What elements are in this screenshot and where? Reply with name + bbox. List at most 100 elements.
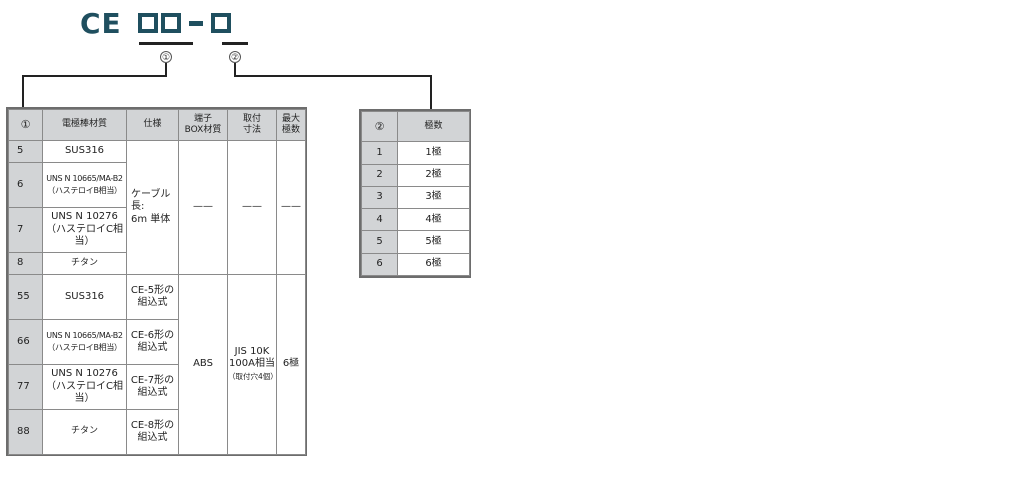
row-code: 3 [361, 185, 398, 210]
row-code: 5 [361, 230, 398, 254]
connector-2-down [234, 63, 236, 76]
table-row: 2 2極 [361, 163, 470, 187]
row-code: 2 [361, 163, 398, 187]
table-row: 1 1極 [361, 141, 470, 165]
header-mount-l2: 寸法 [242, 125, 261, 135]
row-material-l1: UNS N 10276 [51, 368, 118, 380]
row-code: 88 [8, 409, 43, 455]
row-spec: CE-8形の組込式 [126, 409, 179, 455]
row-material: チタン [42, 409, 127, 455]
code-box-1a [137, 13, 158, 33]
table-row: 4 4極 [361, 208, 470, 232]
header-code: ① [8, 109, 43, 141]
model-code: CE [80, 6, 231, 40]
header-max: 最大極数 [276, 109, 306, 141]
table-row: 6 6極 [361, 252, 470, 277]
row-material-l1: UNS N 10665/MA-B2 [46, 330, 123, 340]
code-dash [188, 20, 203, 26]
row-spec-l1: CE-5形の [130, 284, 175, 296]
row-material-l2: （ハステロイB相当） [47, 343, 122, 352]
row-material-l2: （ハステロイC相当） [46, 223, 123, 248]
row-value: 3極 [397, 185, 470, 210]
row-material-l1: UNS N 10276 [51, 211, 118, 223]
row-material: チタン [42, 252, 127, 275]
row-code: 6 [361, 252, 398, 277]
code-box-2 [210, 13, 231, 33]
row-code: 4 [361, 208, 398, 232]
row-value: 6極 [397, 252, 470, 277]
row-material: UNS N 10276（ハステロイC相当） [42, 364, 127, 410]
group1-box: —— [178, 140, 228, 275]
row-spec-l2: 組込式 [137, 387, 168, 398]
row-spec-l1: CE-7形の [130, 374, 175, 386]
row-code: 7 [8, 207, 43, 253]
connector-1-across [22, 75, 167, 77]
group1-spec-l2: 6m 単体 [131, 213, 171, 225]
marker-2: ② [229, 51, 241, 63]
row-code: 77 [8, 364, 43, 410]
header-poles: 極数 [397, 110, 470, 143]
group2-mount-l1: JIS 10K [234, 345, 270, 357]
row-value: 5極 [397, 230, 470, 254]
row-material: UNS N 10665/MA-B2 （ハステロイB相当） [42, 162, 127, 208]
row-material: UNS N 10276（ハステロイC相当） [42, 207, 127, 253]
underline-2 [222, 42, 248, 45]
table-row: 77 UNS N 10276（ハステロイC相当） CE-7形の組込式 [8, 364, 306, 410]
header-mount: 取付寸法 [227, 109, 277, 141]
header-material: 電極棒材質 [42, 109, 127, 141]
table-row: 3 3極 [361, 185, 470, 210]
table-row: 88 チタン CE-8形の組込式 [8, 409, 306, 455]
row-value: 1極 [397, 141, 470, 165]
table-2-frame: ② 極数 1 1極 2 2極 3 3極 4 4極 5 5極 6 6極 [359, 109, 471, 278]
row-spec: CE-7形の組込式 [126, 364, 179, 410]
row-spec: CE-5形の組込式 [126, 274, 179, 320]
underline-1 [139, 42, 193, 45]
table-2: ② 極数 1 1極 2 2極 3 3極 4 4極 5 5極 6 6極 [361, 110, 470, 277]
row-spec: CE-6形の組込式 [126, 319, 179, 365]
connector-2-across [234, 75, 432, 77]
row-spec-l2: 組込式 [137, 342, 168, 353]
header-box-l1: 端子 [193, 113, 212, 124]
group2-max: 6極 [276, 274, 306, 455]
row-code: 6 [8, 162, 43, 208]
row-spec-l1: CE-8形の [130, 419, 175, 431]
row-code: 5 [8, 140, 43, 163]
table-row: 5 5極 [361, 230, 470, 254]
header-max-l2: 極数 [281, 125, 300, 135]
group2-box: ABS [178, 274, 228, 455]
group2-mount-l3: （取付穴4個） [228, 371, 278, 381]
connector-1-down [165, 63, 167, 76]
group1-mount: —— [227, 140, 277, 275]
row-material: UNS N 10665/MA-B2 （ハステロイB相当） [42, 319, 127, 365]
table-row: 6 UNS N 10665/MA-B2 （ハステロイB相当） [8, 162, 306, 208]
group1-spec-l1: ケーブル長: [131, 188, 171, 213]
row-material-l2: （ハステロイC相当） [46, 380, 123, 405]
code-box-1b [160, 13, 181, 33]
header-code: ② [361, 110, 398, 143]
row-material: SUS316 [42, 140, 127, 163]
model-prefix: CE [80, 6, 122, 40]
table-2-header: ② 極数 [361, 110, 470, 143]
row-material: SUS316 [42, 274, 127, 320]
row-code: 1 [361, 141, 398, 165]
header-max-l1: 最大 [281, 113, 300, 124]
row-spec-l2: 組込式 [137, 432, 168, 443]
row-value: 4極 [397, 208, 470, 232]
marker-1: ① [160, 51, 172, 63]
connector-1-drop [22, 75, 24, 108]
row-material-l1: UNS N 10665/MA-B2 [46, 173, 123, 183]
row-code: 66 [8, 319, 43, 365]
row-material-l2: （ハステロイB相当） [47, 186, 122, 195]
connector-2-drop [430, 75, 432, 110]
row-spec-l2: 組込式 [137, 297, 168, 308]
group1-max: —— [276, 140, 306, 275]
group1-spec: ケーブル長:6m 単体 [126, 140, 179, 275]
group2-mount-l2: 100A相当 [229, 358, 275, 370]
row-value: 2極 [397, 163, 470, 187]
header-mount-l1: 取付 [242, 113, 261, 124]
